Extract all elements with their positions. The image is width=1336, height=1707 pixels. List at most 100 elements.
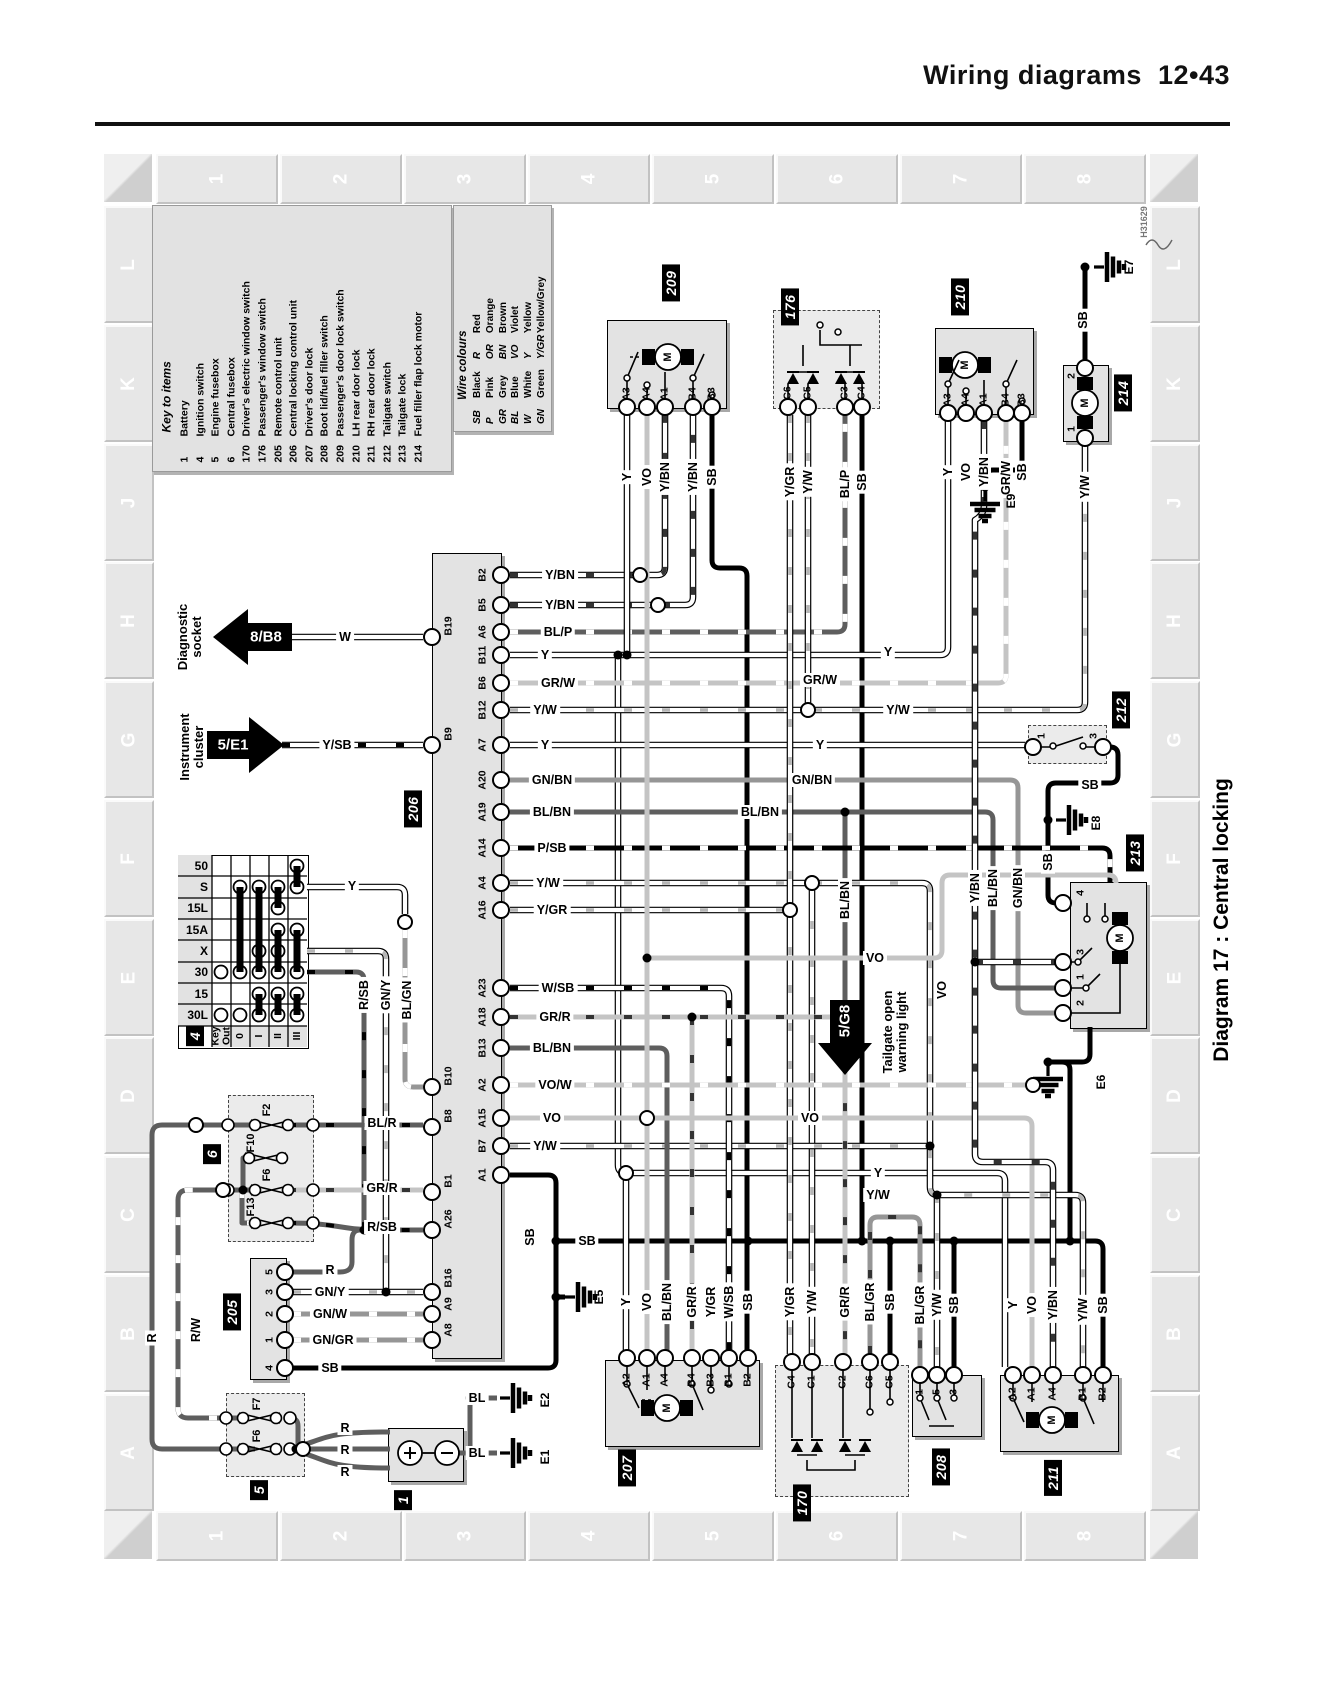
ignition-row-label: 15A [185,923,208,937]
pin-label: B3 [704,1373,717,1387]
wire-label: VO [797,1111,823,1125]
wire-label: Y/GR [704,1283,718,1321]
pin-label: C6 [863,1375,876,1389]
pin-label: B19 [442,616,455,636]
pin-label: B2 [476,568,489,582]
grid-tile: D [104,1037,154,1154]
wire-label: GR/W [799,673,841,687]
motor-label: M [1079,398,1091,408]
pin-label: C2 [836,1375,849,1389]
ignition-row-label: 15L [187,901,208,915]
motor-label: M [1046,1415,1058,1425]
component-tag: 213 [1126,834,1144,872]
grid-tile: G [104,681,154,798]
pin-label: 2 [1065,373,1078,379]
ignition-row-label: 15 [194,987,208,1001]
component-tag: 214 [1114,374,1132,412]
pin-label: B3 [705,387,718,401]
pin-label: A7 [476,738,489,752]
fuse-label: F6 [251,1429,263,1443]
diagnostic-socket-arrow [213,609,292,665]
frame-corner [1150,1511,1198,1559]
grid-tile: A [104,1394,154,1511]
component-tag: 211 [1044,1460,1062,1496]
pin-label: B4 [685,1373,698,1387]
grid-tile: 4 [528,154,650,204]
pin-label: C4 [855,386,868,400]
wire-label: W [336,630,354,644]
pin-label: 3 [1074,949,1087,955]
ground-E1 [500,1438,530,1468]
wire-label: VO [1025,1292,1039,1318]
key-item: 212Tailgate switch [381,362,394,463]
wire-label: GN/Y [379,976,393,1014]
pin-label: B1 [722,1373,735,1387]
ignition-row-label: 30 [194,965,208,979]
component-tag: 212 [1112,691,1130,729]
pin-label: B1 [442,1174,455,1188]
diagnostic-socket-caption: Diagnostic socket [175,603,204,671]
wire-label: GN/W [309,1307,351,1321]
wire-colour-entry: PPink [484,376,496,424]
frame-corner [104,1511,152,1559]
wire-label: Y/BN [542,598,578,612]
wire-label: Y [1006,1297,1020,1313]
wire-label: SB [855,470,869,494]
grid-tile: 5 [652,1511,774,1561]
pin-label: A2 [620,1373,633,1387]
header-page-number: 12•43 [1157,60,1230,90]
grid-tile: 7 [900,154,1022,204]
pin-label: A9 [442,1297,455,1311]
wire-label: Y/BN [542,568,578,582]
grid-tile: F [1150,800,1200,917]
grid-tile: 3 [404,1511,526,1561]
ignition-position-label: Key Out [209,1026,233,1046]
key-title: Key to items [159,361,174,433]
grid-tile: D [1150,1037,1200,1154]
pin-label: A20 [476,770,489,790]
motor-label: M [959,360,971,370]
wire-colour-entry: GRGrey [497,375,509,424]
wire-label: SB [1076,308,1090,332]
grid-tile: 8 [1024,154,1146,204]
wire-label: GN/GR [309,1333,357,1347]
wire-colours-title: Wire colours [457,330,469,400]
ignition-row-label: X [199,944,208,958]
key-item: 4Ignition switch [194,363,207,463]
ignition-row-label: S [199,880,208,894]
wire-label: BL/P [540,625,576,639]
grid-tile: J [104,444,154,561]
pin-label: B5 [476,598,489,612]
key-item: 6Central fusebox [225,357,238,463]
pin-label: A4 [959,393,972,407]
component-tag: 4 [186,1025,204,1047]
signature-squiggle [1145,239,1173,250]
wire-colours-box [453,205,552,432]
wire-label: SB [1096,1293,1110,1317]
component-tag: 210 [951,278,969,316]
component-206-central-locking-control-unit [432,553,502,1359]
wire-label: Y/W [930,1290,944,1320]
pin-label: A4 [640,387,653,401]
frame-corner [104,154,152,202]
pin-label: B1 [1076,1387,1089,1401]
key-item: 5Engine fusebox [209,358,222,463]
component-tag: 5 [250,1479,268,1501]
wire-label: GR/R [838,1283,852,1321]
key-item: 170Driver's electric window switch [240,281,253,463]
wire-colour-entry: WWhite [523,370,535,424]
pin-label: 4 [1074,890,1087,896]
header-rule [95,122,1230,126]
wire-label: Y [812,738,828,752]
wire-label: Y/W [801,467,815,497]
pin-label: B4 [999,393,1012,407]
wire-label: GN/BN [528,773,576,787]
wire-colour-entry: BNBrown [497,301,509,360]
key-item: 210LH rear door lock [350,349,363,463]
wire-colour-entry: YYellow [523,301,535,360]
fuse-label: F10 [245,1133,257,1153]
wire-label: GR/W [999,457,1013,499]
grid-tile: E [1150,919,1200,1036]
wire-label: VO/W [535,1078,575,1092]
